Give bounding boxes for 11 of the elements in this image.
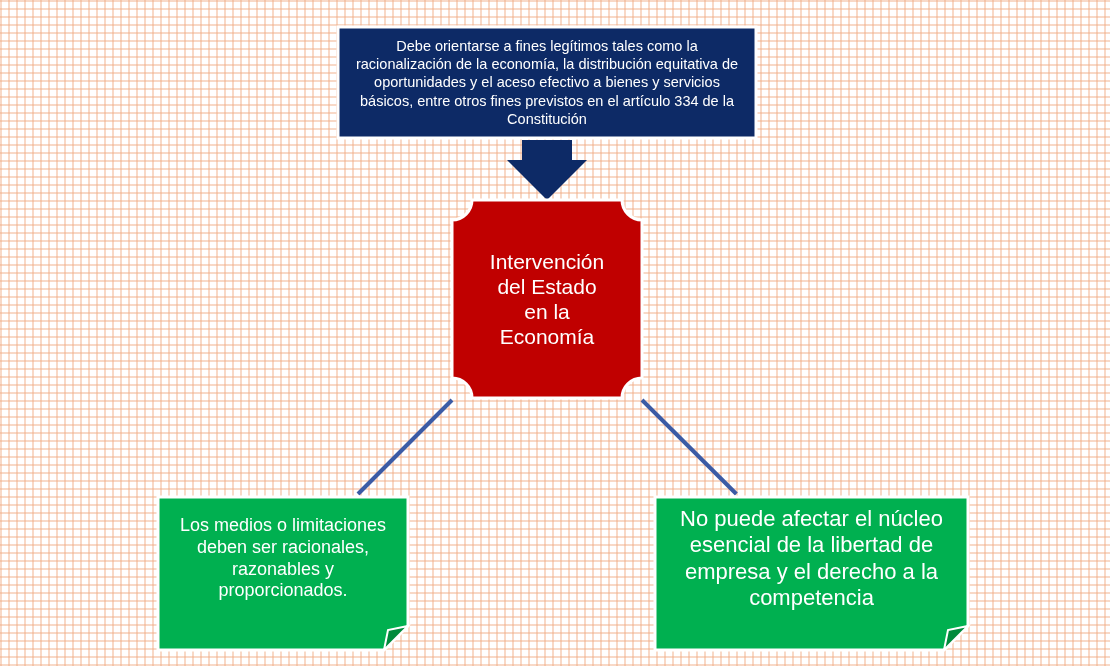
note-card (158, 497, 408, 650)
connector-line (640, 398, 738, 496)
block-arrow (507, 140, 587, 200)
node-text: No puede afectar el núcleo esencial de la libertad de empresa y el derecho a la competencia (679, 505, 944, 612)
text-box (338, 27, 756, 138)
node-text: Debe orientarse a fines legítimos tales como la racionalización de la economía, la distribución equitativa de oportunidades y el aceso efectivo a bienes y servicios básicos, entre otros fines previstos en el artículo 334 de la Constitución (354, 37, 740, 128)
node-text: Los medios o limitaciones deben ser racionales, razonables y proporcionados. (178, 515, 388, 602)
note-card (655, 497, 968, 650)
plaque-shape (452, 200, 642, 398)
node-text: Intervención del Estado en la Economía (489, 248, 605, 350)
connector-line (356, 398, 454, 496)
